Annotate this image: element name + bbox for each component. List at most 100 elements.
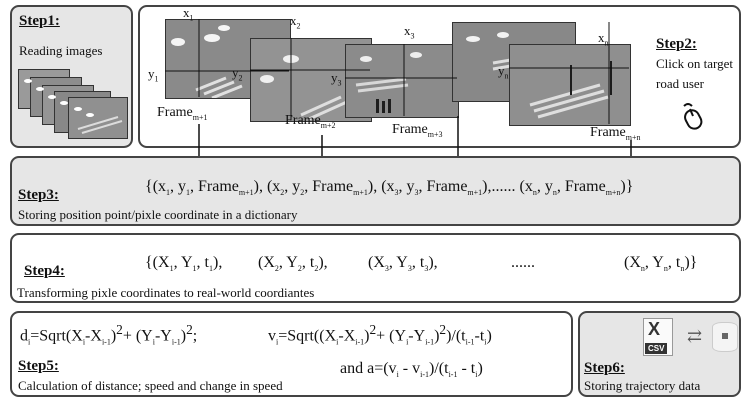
image-stack bbox=[18, 69, 128, 139]
frame-4-sub: m+n bbox=[625, 132, 641, 142]
frame-3-sub: m+3 bbox=[427, 129, 443, 139]
step3-label: Step3: bbox=[18, 187, 59, 203]
step5-formula-accel: and a=(vi - vi-1)/(ti-1 - ti) bbox=[340, 360, 483, 380]
step5-formula-distance: di=Sqrt(Xi-Xi-1)2+ (Yi-Yi-1)2; bbox=[20, 322, 198, 347]
x2-label: x2 bbox=[290, 13, 301, 31]
step2-text-line1: Click on target bbox=[656, 56, 734, 71]
step6-text: Storing trajectory data bbox=[584, 378, 701, 393]
f4-X3: X bbox=[373, 254, 385, 271]
step6-label: Step6: bbox=[584, 360, 625, 376]
step4-term-1: {(X1, Y1, t1), bbox=[145, 254, 223, 274]
f3-x2: x bbox=[272, 178, 281, 195]
frame-1-name: Frame bbox=[157, 105, 193, 120]
f4-t3: t bbox=[419, 254, 425, 271]
f4-Yn: Y bbox=[652, 254, 664, 271]
f3-fn: Frame bbox=[564, 178, 606, 195]
step3-formula: {(x1, y1, Framem+1), (x2, y2, Framem+1),… bbox=[145, 178, 634, 198]
f3-f3s: m+1 bbox=[467, 188, 483, 198]
y1-text: y bbox=[148, 66, 155, 81]
f4-X3s: 3 bbox=[384, 264, 389, 274]
f3-x3: x bbox=[386, 178, 395, 195]
f4-X1: X bbox=[158, 254, 170, 271]
step4-term-3: (X3, Y3, t3), bbox=[368, 254, 438, 274]
xn-label: xn bbox=[598, 30, 609, 48]
database-icon bbox=[712, 322, 738, 352]
frame-label-4: Framem+n bbox=[590, 125, 641, 142]
brace-close: } bbox=[625, 178, 634, 195]
step5-text: Calculation of distance; speed and chang… bbox=[18, 378, 283, 393]
frame-1-sub: m+1 bbox=[192, 112, 208, 122]
step5-label: Step5: bbox=[18, 358, 59, 374]
y3-sub: 3 bbox=[337, 78, 342, 88]
frame5-scene bbox=[529, 61, 612, 119]
step1-text: Reading images bbox=[19, 43, 103, 58]
f3-x1: x bbox=[158, 178, 167, 195]
step4-panel bbox=[10, 233, 741, 303]
f4-t2s: 2 bbox=[314, 264, 319, 274]
step4-term-n: (Xn, Yn, tn)} bbox=[624, 254, 698, 274]
f3-x3s: 3 bbox=[394, 188, 399, 198]
y3-text: y bbox=[331, 70, 338, 85]
step1-label: Step1: bbox=[19, 13, 60, 29]
f5-and: and a=(v bbox=[340, 360, 397, 377]
f4-Y1s: 1 bbox=[192, 264, 197, 274]
x3-text: x bbox=[404, 23, 411, 38]
csv-label: CSV bbox=[645, 343, 668, 354]
step4-ellipsis: ...... bbox=[511, 254, 535, 271]
f3-y3: y bbox=[406, 178, 415, 195]
step1-panel: Step1: Reading images bbox=[10, 5, 133, 148]
y2-text: y bbox=[232, 65, 239, 80]
frame1-scene bbox=[171, 25, 243, 98]
frame-label-3: Framem+3 bbox=[392, 122, 443, 139]
y2-label: y2 bbox=[232, 65, 243, 83]
f4-Y3s: 3 bbox=[407, 264, 412, 274]
thumb-cars bbox=[24, 79, 123, 134]
f4-X2s: 2 bbox=[274, 264, 279, 274]
f3-ellipsis: ...... bbox=[491, 178, 516, 195]
csv-file-icon: X CSV bbox=[643, 318, 673, 356]
f4-tn: t bbox=[675, 254, 681, 271]
frame3-scene bbox=[355, 52, 422, 113]
x2-text: x bbox=[290, 13, 297, 28]
frame-3-name: Frame bbox=[392, 122, 428, 137]
xn-sub: n bbox=[604, 38, 609, 48]
step3-panel bbox=[10, 156, 741, 226]
step4-term-2: (X2, Y2, t2), bbox=[258, 254, 328, 274]
x3-label: x3 bbox=[404, 23, 415, 41]
f3-y1s: 1 bbox=[186, 188, 191, 198]
f3-xns: n bbox=[532, 188, 537, 198]
yn-label: yn bbox=[498, 63, 509, 81]
f3-f2s: m+1 bbox=[353, 188, 368, 198]
f4-X2: X bbox=[263, 254, 275, 271]
f3-y2: y bbox=[292, 178, 301, 195]
y1-sub: 1 bbox=[154, 74, 159, 84]
y2-sub: 2 bbox=[238, 73, 243, 83]
f4-Y2: Y bbox=[286, 254, 298, 271]
f3-f1: Frame bbox=[198, 178, 239, 195]
csv-x-icon: X bbox=[648, 319, 661, 339]
f3-x2s: 2 bbox=[280, 188, 285, 198]
f3-xn: x bbox=[524, 178, 533, 195]
mouse-icon bbox=[683, 103, 703, 130]
step2-label: Step2: bbox=[656, 36, 697, 52]
x3-sub: 3 bbox=[410, 31, 415, 41]
step2-text-line2: road user bbox=[656, 76, 705, 91]
f4-t2: t bbox=[309, 254, 315, 271]
f4-Y2s: 2 bbox=[297, 264, 302, 274]
f4-tns: n bbox=[680, 264, 685, 274]
f4-t1: t bbox=[204, 254, 209, 271]
yn-text: y bbox=[498, 63, 505, 78]
f3-y2s: 2 bbox=[300, 188, 305, 198]
frame-2-sub: m+2 bbox=[320, 120, 336, 130]
database-mark-icon bbox=[722, 333, 728, 339]
step4-label: Step4: bbox=[24, 263, 65, 279]
f3-f2: Frame bbox=[312, 178, 354, 195]
y3-label: y3 bbox=[331, 70, 342, 88]
f4-t3s: 3 bbox=[424, 264, 429, 274]
frame-label-1: Framem+1 bbox=[157, 105, 208, 122]
f3-yns: n bbox=[552, 188, 557, 198]
x1-text: x bbox=[183, 5, 190, 20]
video-frame-3 bbox=[345, 44, 459, 118]
x1-label: x1 bbox=[183, 5, 194, 23]
frame-2-name: Frame bbox=[285, 113, 321, 128]
